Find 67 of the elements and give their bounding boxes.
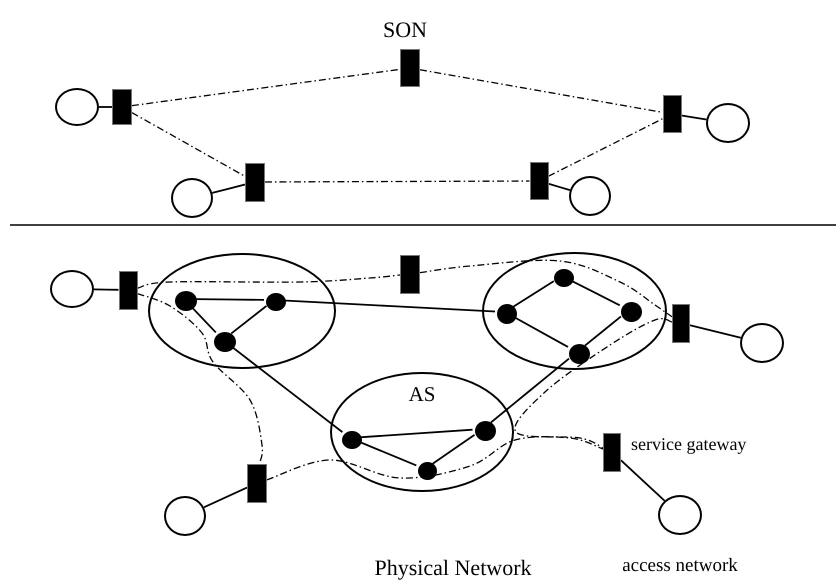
gateway-box [603,432,621,472]
circle-node [55,88,99,126]
router-dot [342,431,362,449]
link-line [230,305,268,334]
gateway-box [662,95,682,133]
domain-ellipse [148,253,336,369]
router-dot [620,302,642,322]
gateway-box [530,162,548,200]
domain-ellipse [482,252,666,370]
circle-node [740,323,784,363]
link-line [212,184,246,194]
link-line [432,434,475,464]
overlay-link [132,68,400,106]
circle-node [164,496,206,536]
link-line [230,346,343,433]
router-dot [175,291,197,311]
link-line [358,440,417,466]
link-line [284,300,496,312]
title-text: SON [383,19,427,41]
circle-node [706,103,750,143]
gateway-box [247,464,267,502]
node-label: AS [408,384,436,405]
router-dot [214,332,236,352]
router-dot [568,344,590,364]
gateway-box [400,49,420,87]
router-dot [474,421,496,441]
link-line [584,316,622,346]
domain-ellipse [330,372,514,492]
circle-node [171,178,213,218]
overlay-link [420,69,663,113]
link-line [548,182,570,191]
section-label: Physical Network [374,557,532,579]
overlay-link [514,318,672,449]
node-caption: service gateway [631,435,746,453]
overlay-link [548,118,663,177]
overlay-link [137,293,264,464]
link-line [360,428,473,438]
link-line [94,288,119,291]
circle-node [658,495,702,535]
circle-node [50,270,94,308]
gateway-box [672,304,690,342]
overlay-link [137,274,400,289]
gateway-box [245,162,265,202]
overlay-link [132,112,246,177]
router-dot [266,293,286,311]
gateway-box [112,89,132,125]
link-line [99,106,112,108]
link-line [690,324,741,339]
overlay-link [266,436,604,480]
link-line [570,280,620,306]
link-line [194,298,264,301]
link-line [512,280,554,308]
router-dot [418,462,436,480]
overlay-link [265,180,530,183]
link-line [490,358,570,424]
link-line [681,114,706,120]
gateway-box [400,254,420,294]
link-line [190,306,216,334]
link-line [204,486,248,508]
link-line [620,460,666,502]
overlay-link [420,260,672,318]
router-dot [497,304,517,324]
link-line [513,316,568,348]
circle-node [569,176,611,216]
gateway-box [118,270,138,310]
router-dot [554,269,574,287]
node-caption: access network [622,556,738,574]
